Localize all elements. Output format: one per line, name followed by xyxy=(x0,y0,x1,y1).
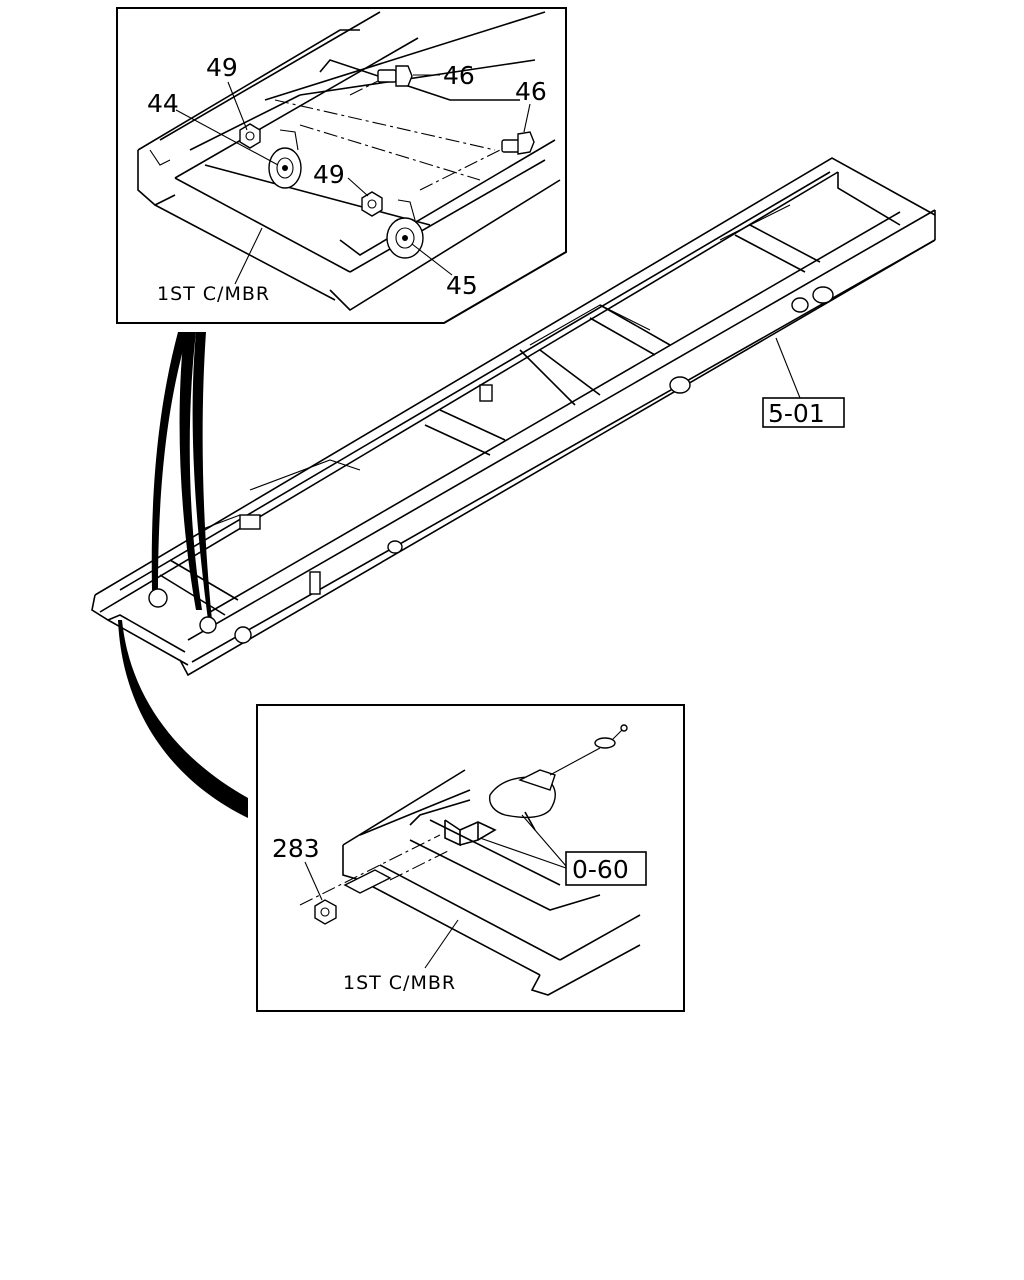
detail-inset-horns: 49 46 46 44 49 45 1ST C/MBR xyxy=(116,7,567,324)
horn-45 xyxy=(386,199,424,259)
callout-45: 45 xyxy=(446,271,478,300)
bolt-46-upper xyxy=(377,65,413,87)
leader-49-upper xyxy=(227,81,248,131)
nut-49-lower xyxy=(361,191,383,217)
detail-inset-bracket: 283 0-60 1ST C/MBR xyxy=(256,704,685,1012)
leader-46-right xyxy=(523,103,531,133)
ref-label-0-60: 0-60 xyxy=(572,855,629,884)
horn-44 xyxy=(268,129,302,189)
inset-frame-rails xyxy=(137,11,561,312)
leader-member-bottom xyxy=(424,919,459,969)
ref-box-0-60 xyxy=(565,851,647,886)
inset-centerline-4 xyxy=(419,144,511,191)
leader-5-01 xyxy=(775,337,801,399)
leader-0-60-b xyxy=(521,814,567,867)
inset2-centerline-2 xyxy=(389,849,451,881)
member-label-bottom: 1ST C/MBR xyxy=(343,972,456,994)
callout-49-lower: 49 xyxy=(313,160,345,189)
leader-member-top xyxy=(234,227,263,285)
mounting-plate xyxy=(343,869,392,894)
lever-assembly xyxy=(488,724,628,831)
leader-44 xyxy=(175,109,279,166)
callout-44: 44 xyxy=(147,89,179,118)
inset-centerline-1 xyxy=(274,99,496,151)
ref-box-5-01 xyxy=(762,397,845,428)
nut-283 xyxy=(314,899,337,925)
leader-49-lower xyxy=(347,177,369,197)
leader-45 xyxy=(411,243,453,276)
frame-brackets xyxy=(148,286,834,644)
inset-centerline-3 xyxy=(349,79,381,96)
callout-46-upper: 46 xyxy=(443,61,475,90)
member-label-top: 1ST C/MBR xyxy=(157,283,270,305)
nut-49-upper xyxy=(239,123,261,149)
ref-label-5-01: 5-01 xyxy=(768,399,825,428)
callout-283: 283 xyxy=(272,834,320,863)
inset2-centerline-1 xyxy=(299,834,441,906)
detail-connectors xyxy=(118,332,248,818)
cross-members xyxy=(159,224,821,616)
leader-0-60-a xyxy=(479,837,567,869)
inset-centerline-2 xyxy=(299,124,481,181)
callout-46-right: 46 xyxy=(515,77,547,106)
bolt-46-right xyxy=(501,131,535,155)
chassis-frame xyxy=(91,157,936,677)
callout-49-upper: 49 xyxy=(206,53,238,82)
lever-bracket xyxy=(444,819,497,847)
leader-283 xyxy=(304,861,323,901)
